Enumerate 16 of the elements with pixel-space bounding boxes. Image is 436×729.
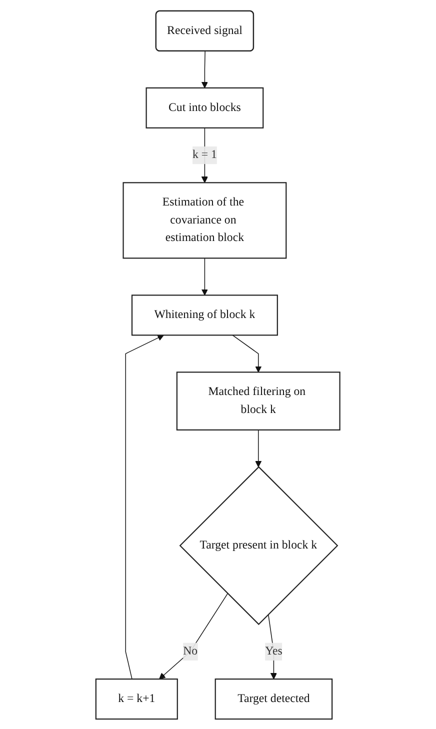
arrow (232, 334, 262, 372)
edge-label: Yes (265, 644, 282, 658)
node-box: Estimation of the covariance on estimation block (122, 182, 287, 258)
arrow (202, 257, 208, 295)
node-box: Matched filtering on block k (176, 371, 340, 430)
arrow (159, 592, 228, 679)
node-box: Whitening of block k (132, 294, 278, 336)
node-box: Target detected (214, 678, 333, 720)
node-diamond: Target present in block k (179, 466, 338, 625)
arrow (255, 429, 262, 467)
edge-label: k = 1 (192, 148, 218, 161)
arrow (125, 334, 164, 679)
node-box: Cut into blocks (146, 86, 264, 128)
edge-label: No (183, 644, 198, 658)
arrow (202, 50, 208, 88)
node-box: k = k+1 (96, 678, 178, 720)
